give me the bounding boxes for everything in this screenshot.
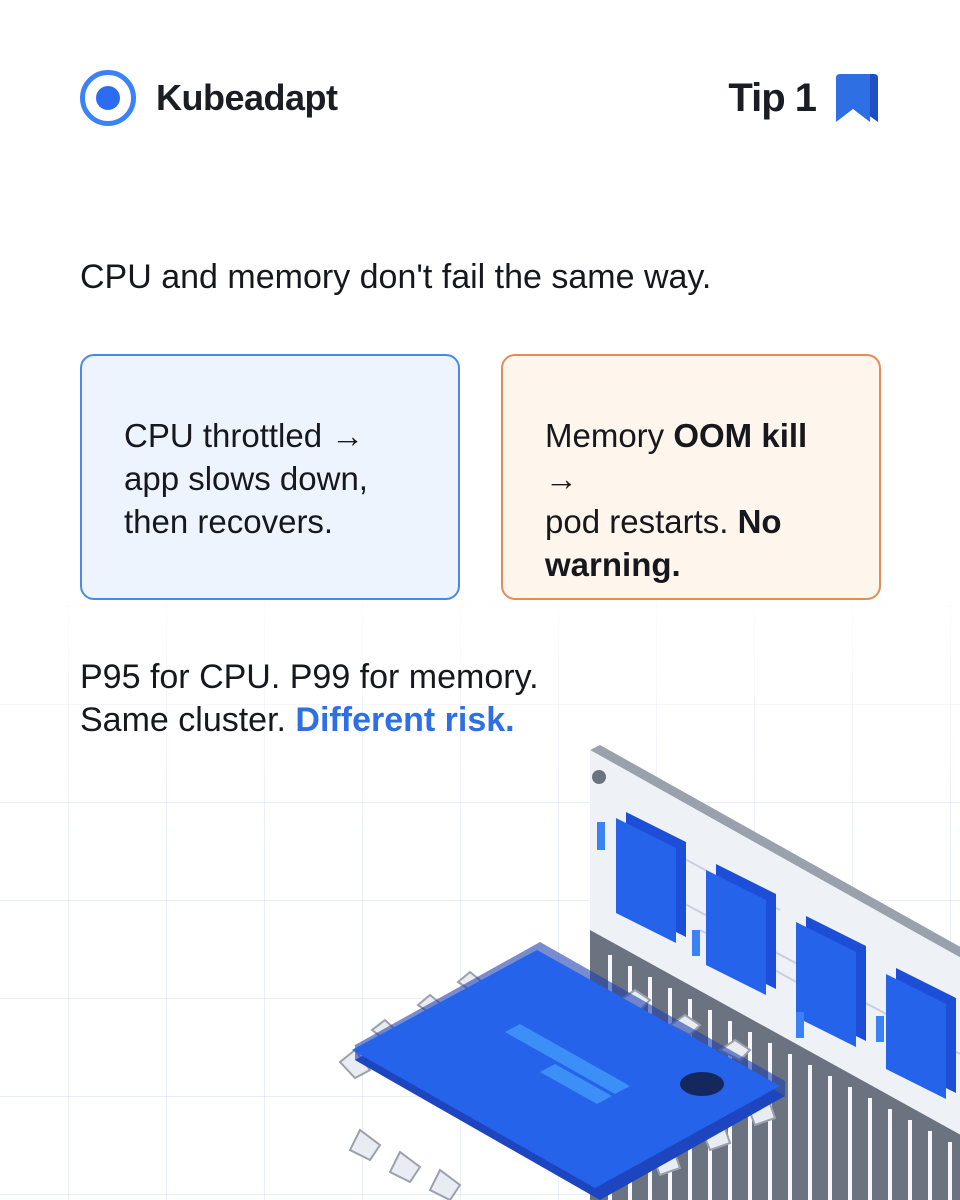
summary: P95 for CPU. P99 for memory. Same cluste… <box>80 656 539 742</box>
cpu-card-line: app slows down, <box>124 460 368 497</box>
brand: Kubeadapt <box>80 70 338 126</box>
memory-card-line-1: Memory OOM kill → <box>545 414 839 500</box>
bookmark-icon <box>836 74 878 122</box>
ram-chip <box>616 812 686 943</box>
memory-prefix: Memory <box>545 417 674 454</box>
ram-chip <box>706 864 776 995</box>
memory-card-line-2: pod restarts. No <box>545 500 839 543</box>
pod-restarts-text: pod restarts. <box>545 503 738 540</box>
chip-illustration <box>338 942 785 1200</box>
summary-line-2: Same cluster. Different risk. <box>80 699 539 742</box>
different-risk-text: Different risk. <box>295 701 515 739</box>
memory-card: Memory OOM kill → pod restarts. No warni… <box>501 354 881 600</box>
brand-name: Kubeadapt <box>156 77 338 118</box>
tip-label: Tip 1 <box>728 75 817 120</box>
ram-chip <box>886 968 956 1099</box>
oom-kill-text: OOM kill <box>673 417 808 454</box>
logo-dot <box>96 86 120 110</box>
summary-prefix: Same cluster. <box>80 701 296 739</box>
cpu-card: CPU throttled → app slows down, then rec… <box>80 354 460 600</box>
cpu-card-line: CPU throttled → <box>124 417 365 454</box>
intro-text: CPU and memory don't fail the same way. <box>80 258 712 296</box>
logo-ring-icon <box>80 70 136 126</box>
warning-text: warning. <box>545 546 681 583</box>
hardware-illustration <box>338 745 960 1200</box>
memory-card-line-3: warning. <box>545 543 839 586</box>
cpu-card-line: then recovers. <box>124 503 334 540</box>
summary-line-1: P95 for CPU. P99 for memory. <box>80 658 539 696</box>
header: Kubeadapt Tip 1 <box>80 64 880 132</box>
ram-chip <box>796 916 866 1047</box>
no-text: No <box>737 503 782 540</box>
tip-badge: Tip 1 <box>728 72 880 124</box>
memory-arrow: → <box>545 460 578 497</box>
